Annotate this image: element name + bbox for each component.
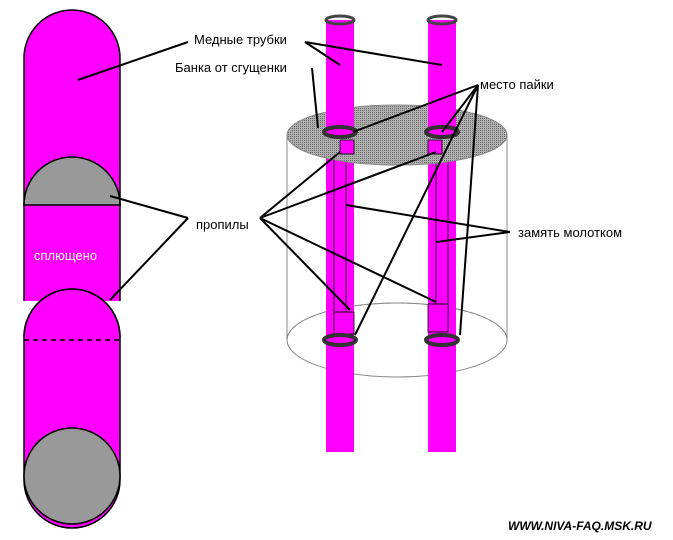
leader-lines [77, 41, 511, 336]
solder-ring-lid-left [322, 125, 358, 139]
watermark-url: WWW.NIVA-FAQ.MSK.RU [508, 519, 652, 533]
left-tube-flattened-section [24, 203, 120, 301]
solder-ring-bottom-right [424, 333, 460, 347]
can-bottom-hidden [286, 302, 508, 341]
label-copper-tubes: Медные трубки [194, 32, 287, 47]
right-tube-upper [428, 20, 456, 135]
solder-ring-bottom-left [322, 333, 358, 347]
right-tube-flattened [435, 149, 449, 316]
solder-ring-top-left-end [324, 14, 356, 26]
left-tube-top-segment [23, 9, 121, 206]
solder-ring-top-right-end [426, 14, 458, 26]
left-tube-upper [326, 20, 354, 135]
label-cuts: пропилы [196, 217, 249, 232]
label-flattened: сплющено [34, 248, 97, 263]
left-tube-cut-cap-lower [23, 288, 121, 338]
label-hammer-flatten: замять молотком [518, 225, 622, 240]
label-condensed-milk-can: Банка от сгущенки [175, 60, 287, 75]
can-assembly [286, 14, 508, 452]
left-tube-flattened [333, 149, 347, 316]
label-solder-point: место пайки [480, 77, 554, 92]
solder-ring-lid-right [424, 125, 460, 139]
left-tube-cut-cap-upper [23, 156, 121, 206]
left-tube-detail: сплющено [23, 9, 121, 529]
left-tube-end-circle [23, 427, 121, 525]
